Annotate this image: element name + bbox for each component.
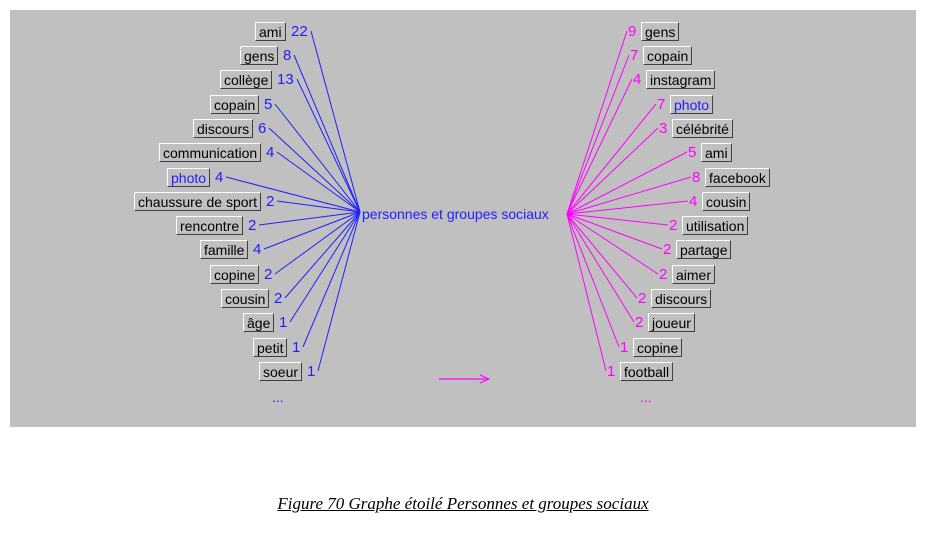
right-node-count: 1	[607, 363, 616, 380]
left-node-count: 4	[215, 169, 224, 186]
right-node-count: 2	[669, 217, 678, 234]
left-node-count: 2	[248, 217, 257, 234]
figure-caption: Figure 70 Graphe étoilé Personnes et gro…	[277, 494, 649, 513]
right-node-count: 3	[659, 120, 668, 137]
right-node-count: 7	[630, 47, 639, 64]
right-node-utilisation[interactable]: utilisation	[682, 216, 749, 235]
right-ellipsis: ...	[640, 389, 652, 405]
left-node-gens[interactable]: gens	[240, 46, 279, 65]
left-ellipsis: ...	[272, 389, 284, 405]
right-node-copine[interactable]: copine	[633, 338, 683, 357]
right-node-count: 4	[689, 193, 698, 210]
left-node-count: 6	[258, 120, 267, 137]
left-node-rencontre[interactable]: rencontre	[176, 216, 244, 235]
right-node-celebrite[interactable]: célébrité	[672, 119, 733, 138]
left-node-count: 4	[253, 241, 262, 258]
left-node-copine[interactable]: copine	[210, 265, 260, 284]
right-node-photo[interactable]: photo	[670, 95, 714, 114]
right-node-aimer[interactable]: aimer	[672, 265, 716, 284]
right-node-count: 4	[633, 71, 642, 88]
right-node-count: 2	[663, 241, 672, 258]
left-node-count: 1	[292, 339, 301, 356]
right-node-ami[interactable]: ami	[701, 143, 732, 162]
left-node-chaussure-de-sport[interactable]: chaussure de sport	[134, 192, 262, 211]
left-node-petit[interactable]: petit	[253, 338, 288, 357]
left-node-count: 5	[264, 96, 273, 113]
right-node-count: 5	[688, 144, 697, 161]
left-node-count: 13	[277, 71, 294, 88]
right-node-gens[interactable]: gens	[641, 22, 680, 41]
right-node-copain[interactable]: copain	[643, 46, 693, 65]
left-node-discours[interactable]: discours	[193, 119, 254, 138]
right-node-cousin[interactable]: cousin	[702, 192, 751, 211]
right-node-count: 1	[620, 339, 629, 356]
right-node-count: 2	[659, 266, 668, 283]
right-node-joueur[interactable]: joueur	[648, 313, 695, 332]
left-node-count: 2	[266, 193, 275, 210]
left-node-communication[interactable]: communication	[159, 143, 262, 162]
right-node-football[interactable]: football	[620, 362, 674, 381]
left-node-photo[interactable]: photo	[167, 168, 211, 187]
left-node-count: 1	[279, 314, 288, 331]
right-node-count: 8	[692, 169, 701, 186]
right-node-instagram[interactable]: instagram	[646, 70, 716, 89]
center-node-label[interactable]: personnes et groupes sociaux	[362, 206, 549, 222]
left-node-count: 2	[274, 290, 283, 307]
left-node-count: 8	[283, 47, 292, 64]
left-node-count: 1	[307, 363, 316, 380]
left-node-cousin[interactable]: cousin	[221, 289, 270, 308]
left-node-count: 2	[264, 266, 273, 283]
left-node-college[interactable]: collège	[220, 70, 273, 89]
right-node-facebook[interactable]: facebook	[705, 168, 770, 187]
right-node-count: 7	[657, 96, 666, 113]
right-node-count: 2	[635, 314, 644, 331]
left-node-count: 4	[266, 144, 275, 161]
star-graph-panel	[10, 10, 916, 427]
left-node-age[interactable]: âge	[243, 313, 275, 332]
left-node-count: 22	[291, 23, 308, 40]
left-node-ami[interactable]: ami	[255, 22, 286, 41]
left-node-copain[interactable]: copain	[210, 95, 260, 114]
left-node-famille[interactable]: famille	[200, 240, 249, 259]
right-node-discours[interactable]: discours	[651, 289, 712, 308]
left-node-soeur[interactable]: soeur	[259, 362, 303, 381]
right-node-count: 2	[638, 290, 647, 307]
right-node-partage[interactable]: partage	[676, 240, 732, 259]
right-node-count: 9	[628, 23, 637, 40]
